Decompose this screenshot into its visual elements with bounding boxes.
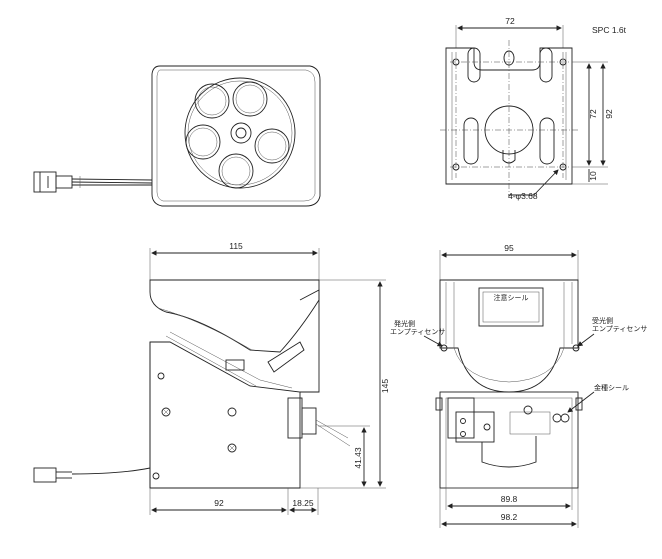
connector-cable	[33, 171, 153, 193]
mounting-plate: SPC 1.6t 72 92	[440, 16, 627, 201]
receiver-sensor-label-2: エンプティセンサ	[592, 325, 647, 333]
plate-width-label: 72	[505, 16, 515, 26]
emitter-sensor-label-2: エンプティセンサ	[390, 328, 445, 336]
side-width-label: 115	[229, 241, 243, 251]
hole-spec-label: 4-φ3.68	[508, 191, 538, 201]
front-width-label: 95	[504, 243, 514, 253]
caution-seal-label: 注意シール	[494, 293, 529, 302]
shaft-height-label: 41.43	[353, 447, 363, 469]
front-outer-width-label: 98.2	[501, 512, 518, 522]
emitter-sensor-label-1: 発光側	[394, 319, 415, 328]
side-height-label: 145	[380, 379, 390, 393]
plate-height-label: 92	[604, 109, 614, 119]
plate-edge-label: 10	[588, 171, 598, 181]
top-view	[33, 65, 321, 207]
side-bottom-right-label: 18.25	[292, 498, 314, 508]
front-inner-width-label: 89.8	[501, 494, 518, 504]
front-view: 95 注意シール 発光側 エンプティセンサ 受光側 エンプティセンサ 金	[390, 243, 647, 528]
plate-side-label: 72	[588, 109, 598, 119]
coin-holes	[185, 81, 290, 189]
receiver-sensor-label-1: 受光側	[592, 316, 613, 325]
material-label: SPC 1.6t	[592, 25, 627, 35]
side-bottom-left-label: 92	[214, 498, 224, 508]
denomination-seal-label: 金種シール	[594, 383, 629, 392]
side-view: 115 145 41.43	[33, 241, 390, 515]
